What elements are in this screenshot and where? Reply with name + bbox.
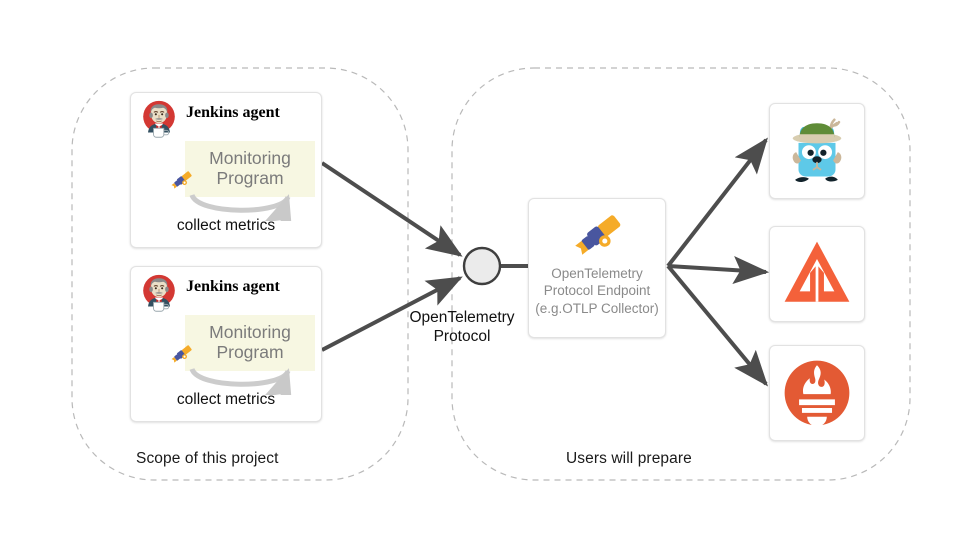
program-label-line1: Monitoring [209, 322, 291, 343]
agent-header: Jenkins agent [131, 93, 321, 138]
agent-title: Jenkins agent [186, 104, 280, 121]
arrow-otlp-to-jaeger [666, 137, 768, 268]
jenkins-agent-card[interactable]: Jenkins agent Monitoring Program collect… [130, 92, 322, 248]
collect-metrics-label: collect metrics [176, 217, 276, 234]
arrow-agent1-to-hub [320, 161, 463, 257]
backend-card-prometheus[interactable] [769, 345, 865, 441]
arrow-otlp-to-prometheus [666, 264, 769, 387]
collect-metrics-label: collect metrics [176, 391, 276, 408]
monitoring-program-box: Monitoring Program [185, 141, 315, 197]
telescope-icon [171, 345, 192, 363]
grafana-icon [784, 241, 850, 302]
arrow-otlp-to-grafana [667, 256, 770, 284]
protocol-label-line1: OpenTelemetry [409, 309, 515, 326]
otlp-line-1: OpenTelemetry [551, 266, 643, 281]
otlp-line-2: Protocol Endpoint [543, 283, 651, 299]
telescope-icon [575, 215, 621, 255]
jaeger-gopher-icon [792, 118, 842, 183]
telescope-icon [171, 171, 192, 189]
protocol-label-line2: Protocol [433, 328, 491, 346]
program-label-line1: Monitoring [209, 148, 291, 169]
backend-card-grafana[interactable] [769, 226, 865, 322]
opentelemetry-protocol-label: OpenTelemetry Protocol [404, 308, 520, 347]
jenkins-butler-icon [143, 274, 175, 312]
program-label-line2: Program [216, 342, 284, 362]
jenkins-butler-icon [143, 100, 175, 138]
agent-header: Jenkins agent [131, 267, 321, 312]
otlp-endpoint-text: OpenTelemetry Protocol Endpoint (e.g.OTL… [529, 265, 665, 317]
prometheus-icon [784, 360, 850, 427]
region-label-scope: Scope of this project [136, 450, 279, 467]
otlp-endpoint-card[interactable]: OpenTelemetry Protocol Endpoint (e.g.OTL… [528, 198, 666, 338]
agent-title: Jenkins agent [186, 278, 280, 295]
otlp-line-3: (e.g.OTLP Collector) [535, 300, 659, 316]
program-label-line2: Program [216, 168, 284, 188]
backend-card-jaeger[interactable] [769, 103, 865, 199]
region-label-users: Users will prepare [566, 450, 692, 467]
circle-node-icon [462, 246, 502, 286]
monitoring-program-box: Monitoring Program [185, 315, 315, 371]
jenkins-agent-card[interactable]: Jenkins agent Monitoring Program collect… [130, 266, 322, 422]
